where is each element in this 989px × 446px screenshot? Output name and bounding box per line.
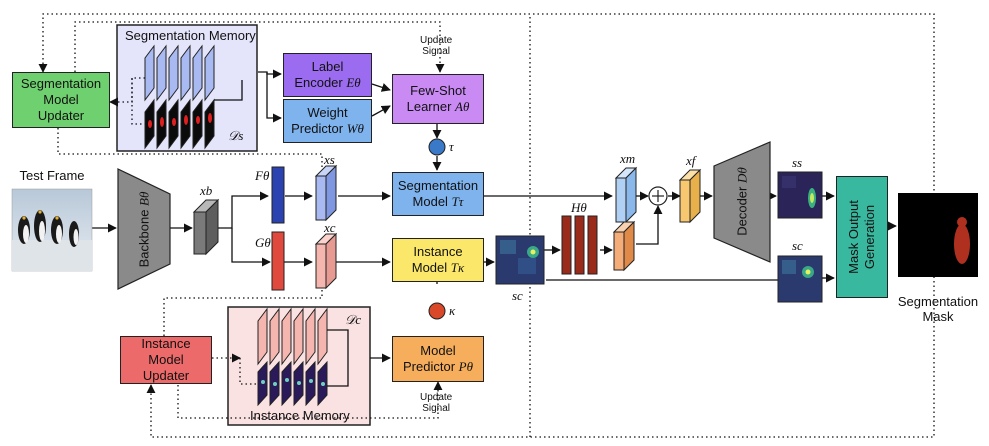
tau-label: τ (449, 139, 454, 154)
seg-model-line2: Model (412, 194, 448, 209)
f-block (271, 166, 285, 224)
segmentation-mask-label: Segmentation Mask (890, 294, 986, 324)
kappa-label: κ (449, 303, 456, 318)
seg-model-symbol: Tτ (451, 194, 464, 209)
label-encoder-line2: Encoder (294, 75, 343, 90)
update-signal-bottom: Update Signal (420, 392, 452, 414)
inst-updater-line3: Updater (142, 368, 190, 383)
segmentation-memory-symbol: 𝒟s (228, 128, 244, 143)
xb-feature (192, 198, 220, 256)
model-predictor-line2: Predictor (403, 359, 456, 374)
h-label: Hθ (571, 200, 587, 215)
segmentation-model-updater: Segmentation Model Updater (12, 72, 110, 128)
segmentation-memory-features (144, 44, 215, 150)
ss-heatmap (777, 171, 823, 219)
seg-mask-line2: Mask (922, 309, 954, 324)
ss-label: ss (792, 155, 803, 170)
segmentation-model: Segmentation Model Tτ (392, 172, 484, 216)
instance-model: Instance Model Tκ (392, 238, 484, 282)
instance-memory-title: Instance Memory (250, 408, 350, 423)
decoder-label: Decoder Dθ (735, 162, 750, 242)
few-shot-symbol: Aθ (455, 99, 470, 114)
few-shot-line2: Learner (406, 99, 452, 114)
weight-predictor-line2: Predictor (291, 121, 344, 136)
instance-model-updater: Instance Model Updater (120, 336, 212, 384)
instance-memory-features (257, 307, 328, 407)
g-block (271, 231, 285, 291)
kappa-circle (428, 302, 446, 320)
seg-model-line1: Segmentation (397, 178, 479, 193)
sc-heatmap-middle (495, 235, 545, 285)
update-signal-bottom-line1: Update (420, 392, 453, 403)
xm-label: xm (620, 151, 636, 166)
decoder-symbol: Dθ (734, 167, 750, 184)
update-signal-top-line2: Signal (422, 46, 451, 57)
xb-label: xb (200, 183, 213, 198)
inst-model-line1: Instance (413, 244, 463, 259)
model-predictor: Model Predictor Pθ (392, 336, 484, 382)
update-signal-top-line1: Update (420, 35, 453, 46)
label-encoder-symbol: Eθ (346, 75, 361, 90)
seg-mask-line1: Segmentation (897, 294, 979, 309)
connections (92, 69, 897, 387)
seg-updater-line2: Model (43, 92, 79, 107)
segmentation-memory-title: Segmentation Memory (125, 28, 256, 43)
sc-heatmap-right (777, 255, 823, 303)
xs-feature (314, 164, 338, 222)
label-encoder: Label Encoder Eθ (283, 53, 372, 97)
inst-model-line2: Model (411, 260, 448, 275)
model-predictor-line1: Model (420, 343, 456, 358)
backbone-block (117, 168, 171, 290)
backbone-symbol: Bθ (136, 191, 152, 206)
xc-label: xc (324, 220, 336, 235)
backbone-text: Backbone (136, 209, 152, 268)
seg-updater-line3: Updater (37, 108, 85, 123)
backbone-label: Backbone Bθ (137, 190, 152, 270)
few-shot-line1: Few-Shot (410, 83, 466, 98)
inst-updater-line1: Instance (141, 336, 191, 351)
decoder-text: Decoder (734, 186, 750, 236)
f-label: Fθ (255, 168, 270, 183)
few-shot-learner: Few-Shot Learner Aθ (392, 74, 484, 124)
update-signal-top: Update Signal (420, 35, 452, 57)
mask-output-line1: Mask Output (846, 200, 862, 274)
test-frame-image (11, 188, 93, 272)
xc-feature (314, 232, 338, 290)
update-signal-bottom-line2: Signal (422, 403, 451, 414)
sc-right-label: sc (792, 238, 803, 253)
test-frame-label: Test Frame (19, 168, 85, 183)
inst-updater-line2: Model (148, 352, 184, 367)
xf-feature (678, 168, 702, 224)
xf-label: xf (686, 153, 696, 168)
h-output-feature (612, 220, 636, 272)
decoder-block (713, 141, 771, 263)
inst-model-symbol: Tκ (450, 260, 465, 275)
model-predictor-symbol: Pθ (458, 359, 473, 374)
xs-label: xs (324, 152, 335, 167)
label-encoder-line1: Label (311, 59, 344, 74)
mask-output-generation: Mask Output Generation (836, 176, 888, 298)
mask-output-line2: Generation (862, 204, 878, 270)
sc-middle-label: sc (512, 288, 523, 303)
seg-updater-line1: Segmentation (20, 76, 102, 91)
sum-node (648, 186, 668, 206)
instance-memory-symbol: 𝒟c (345, 312, 362, 327)
xm-feature (614, 166, 638, 224)
update-loops (38, 13, 935, 438)
weight-predictor-symbol: Wθ (346, 121, 364, 136)
h-blocks (561, 215, 598, 275)
segmentation-mask-image (898, 193, 978, 277)
tau-circle (428, 138, 446, 156)
g-label: Gθ (255, 235, 271, 250)
weight-predictor-line1: Weight (307, 105, 348, 120)
weight-predictor: Weight Predictor Wθ (283, 99, 372, 143)
